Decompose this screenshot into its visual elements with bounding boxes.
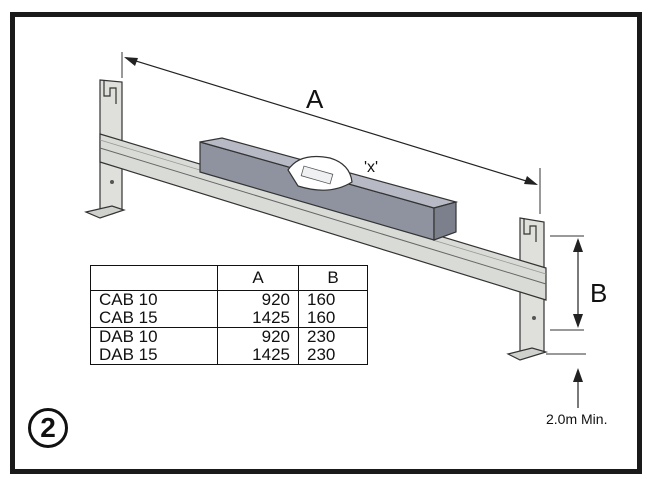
model-cell: CAB 15 xyxy=(99,308,158,327)
dimension-a-arrow xyxy=(121,52,541,214)
model-cell: DAB 15 xyxy=(99,345,158,364)
header-b: B xyxy=(298,265,368,291)
centre-mark-label: 'x' xyxy=(364,159,379,176)
dimension-a-label: A xyxy=(306,84,324,114)
b-cell: 160 xyxy=(298,290,368,309)
min-height-label: 2.0m Min. xyxy=(546,411,608,427)
table-row: CAB 10 920 160 xyxy=(91,290,368,309)
header-a: A xyxy=(217,265,299,291)
b-cell: 230 xyxy=(298,346,368,365)
dimensions-table: A B CAB 10 920 160 CAB 15 1425 160 DAB 1… xyxy=(90,265,368,365)
a-cell: 1425 xyxy=(217,309,299,328)
min-height-arrow xyxy=(546,353,586,408)
a-cell: 920 xyxy=(217,290,299,309)
step-number-badge: 2 xyxy=(28,408,68,448)
dimension-b-arrow xyxy=(550,235,584,331)
table-row: CAB 15 1425 160 xyxy=(91,309,368,328)
header-model xyxy=(90,265,218,291)
model-cell: DAB 10 xyxy=(90,327,218,346)
b-cell: 160 xyxy=(298,309,368,328)
dimension-b-label: B xyxy=(590,278,608,308)
a-cell: 1425 xyxy=(217,346,299,365)
spirit-level xyxy=(199,137,459,241)
a-cell: 920 xyxy=(217,327,299,346)
table-row: DAB 10 920 230 xyxy=(90,327,368,346)
model-cell: CAB 10 xyxy=(99,290,158,309)
b-cell: 230 xyxy=(298,327,368,346)
table-row: DAB 15 1425 230 xyxy=(91,346,368,365)
table-header-row: A B xyxy=(90,265,368,291)
